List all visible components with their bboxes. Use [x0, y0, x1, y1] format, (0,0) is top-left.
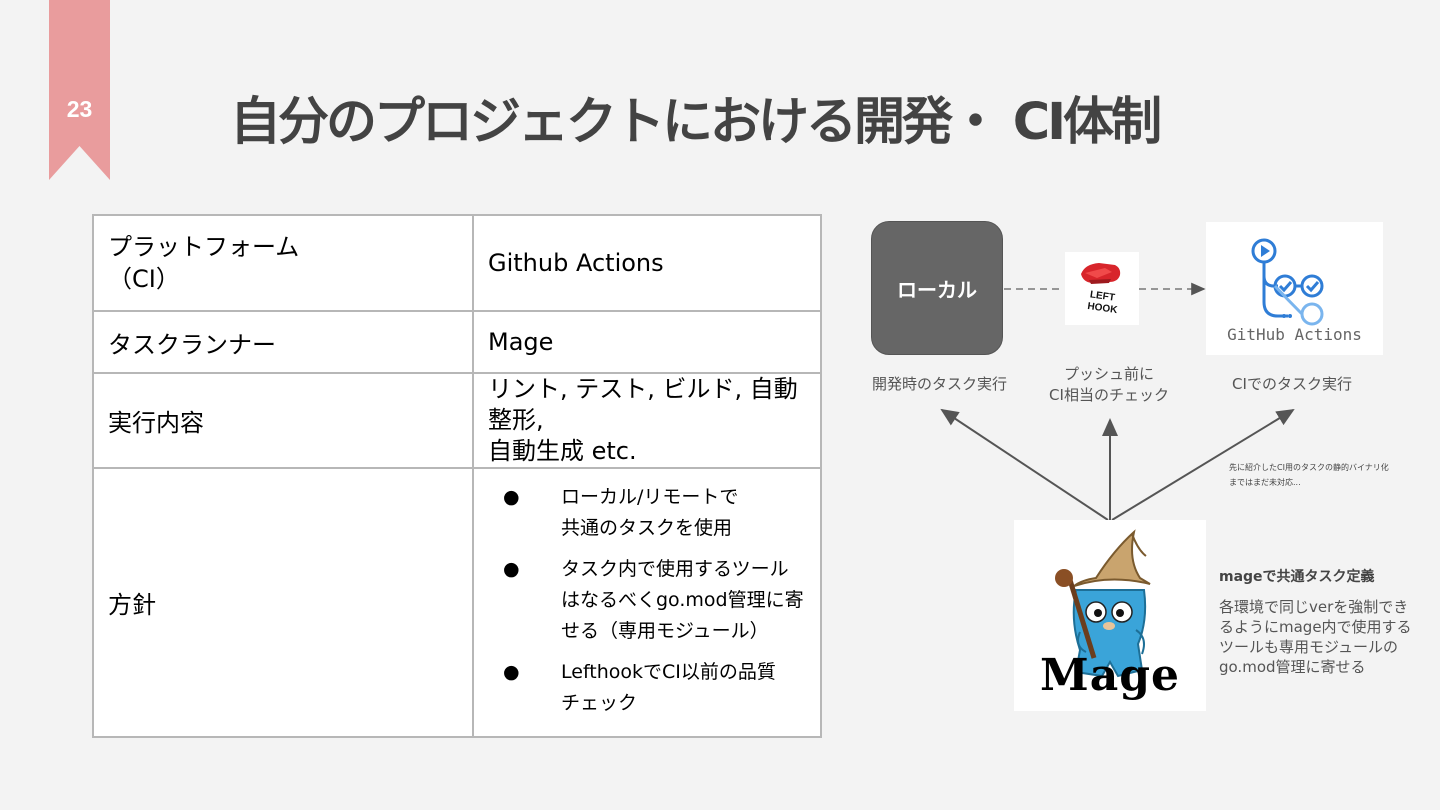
- description-line: ツールも専用モジュールの: [1219, 638, 1398, 656]
- slide-title: 自分のプロジェクトにおける開発・ CI体制: [230, 93, 1162, 152]
- table-row: 方針 ● ローカル/リモートで 共通のタスクを使用 ● タスク内で使用するツール…: [92, 467, 822, 738]
- key-text: プラットフォーム: [108, 233, 300, 261]
- table-cell-value: ● ローカル/リモートで 共通のタスクを使用 ● タスク内で使用するツール はな…: [472, 467, 822, 738]
- bullet-text: チェック: [561, 692, 638, 714]
- mage-description: 各環境で同じverを強制でき るようにmage内で使用する ツールも専用モジュー…: [1219, 597, 1412, 677]
- bullet-text: ローカル/リモートで: [561, 486, 739, 508]
- bullet-icon: ●: [503, 558, 520, 580]
- lefthook-logo-icon: LEFT HOOK: [1081, 263, 1121, 316]
- list-item: ● ローカル/リモートで 共通のタスクを使用: [503, 482, 819, 544]
- github-actions-icon: [1251, 238, 1324, 326]
- github-actions-logo-text: GitHub Actions: [1227, 325, 1362, 344]
- mage-heading: mageで共通タスク定義: [1219, 569, 1375, 585]
- list-item: ● LefthookでCI以前の品質 チェック: [503, 657, 819, 719]
- table-cell-key: プラットフォーム （CI）: [92, 214, 474, 312]
- caption-line: プッシュ前に: [1063, 365, 1154, 383]
- local-box: ローカル: [871, 221, 1003, 355]
- key-text: （CI）: [108, 265, 180, 293]
- lefthook-logo-tile: LEFT HOOK: [1065, 252, 1139, 325]
- description-line: go.mod管理に寄せる: [1219, 658, 1366, 676]
- table-cell-key: タスクランナー: [92, 310, 474, 374]
- mage-logo-text: Mage: [1040, 650, 1180, 701]
- caption-line: CI相当のチェック: [1049, 386, 1169, 404]
- page-number: 23: [66, 96, 93, 122]
- bullet-text: はなるべくgo.mod管理に寄: [561, 589, 804, 611]
- table-row: プラットフォーム （CI） Github Actions: [92, 214, 822, 312]
- svg-text:HOOK: HOOK: [1087, 301, 1119, 316]
- info-table: プラットフォーム （CI） Github Actions タスクランナー Mag…: [92, 214, 822, 738]
- value-text: 自動生成 etc.: [488, 437, 637, 465]
- list-item: ● タスク内で使用するツール はなるべくgo.mod管理に寄 せる（専用モジュー…: [503, 554, 819, 647]
- github-actions-logo-tile: GitHub Actions: [1206, 222, 1383, 355]
- policy-list: ● ローカル/リモートで 共通のタスクを使用 ● タスク内で使用するツール はな…: [475, 482, 819, 719]
- table-cell-value: Mage: [472, 310, 822, 374]
- table-cell-value: Github Actions: [472, 214, 822, 312]
- value-text: リント, テスト, ビルド, 自動整形,: [488, 375, 798, 434]
- mage-mascot-icon: [1055, 529, 1151, 678]
- table-row: 実行内容 リント, テスト, ビルド, 自動整形, 自動生成 etc.: [92, 372, 822, 469]
- bullet-text: タスク内で使用するツール: [561, 558, 789, 580]
- lefthook-caption: プッシュ前に CI相当のチェック: [1040, 364, 1178, 406]
- table-cell-key: 方針: [92, 467, 474, 738]
- bullet-icon: ●: [503, 661, 520, 683]
- note-line: まではまだ未対応...: [1229, 478, 1301, 487]
- note-text: 先に紹介したCI用のタスクの静的バイナリ化 まではまだ未対応...: [1229, 460, 1389, 490]
- bullet-icon: ●: [503, 486, 520, 508]
- page-ribbon: [49, 0, 110, 180]
- table-row: タスクランナー Mage: [92, 310, 822, 374]
- bullet-text: LefthookでCI以前の品質: [561, 661, 776, 683]
- mage-logo-tile: Mage: [1014, 520, 1206, 711]
- bullet-text: せる（専用モジュール）: [561, 620, 769, 642]
- description-line: るようにmage内で使用する: [1219, 618, 1412, 636]
- github-actions-caption: CIでのタスク実行: [1232, 375, 1352, 393]
- svg-text:LEFT: LEFT: [1089, 289, 1115, 303]
- description-line: 各環境で同じverを強制でき: [1219, 598, 1409, 616]
- note-line: 先に紹介したCI用のタスクの静的バイナリ化: [1229, 463, 1389, 472]
- table-cell-key: 実行内容: [92, 372, 474, 469]
- bullet-text: 共通のタスクを使用: [561, 517, 733, 539]
- table-cell-value: リント, テスト, ビルド, 自動整形, 自動生成 etc.: [472, 372, 822, 469]
- local-caption: 開発時のタスク実行: [871, 375, 1007, 393]
